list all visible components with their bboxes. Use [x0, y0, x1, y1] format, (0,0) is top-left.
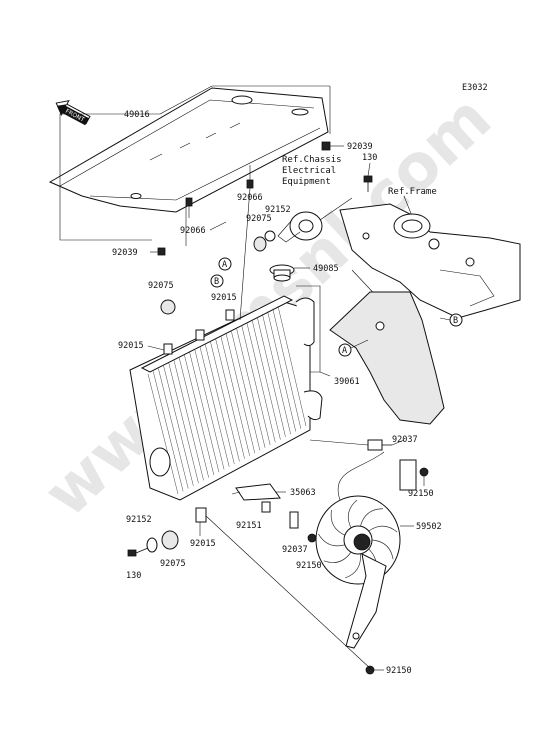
bracket-49016 [59, 113, 160, 241]
radiator-fin [236, 327, 266, 448]
grommet-92075-top [253, 236, 267, 252]
radiator-39061 [129, 295, 323, 501]
radiator-fin [194, 349, 225, 470]
radiator-fin [204, 344, 235, 465]
fan-blade [371, 539, 394, 560]
label-92152-bottom: 92152 [126, 515, 152, 525]
label-92075-left: 92075 [148, 281, 174, 291]
fan-blade [323, 551, 352, 563]
radiator-fin [168, 363, 199, 484]
radiator-fin [225, 333, 256, 454]
callout-b-radiator-text: B [214, 277, 219, 287]
fan-blade [345, 553, 361, 579]
rivet-92039-top [321, 141, 331, 151]
fan-blade [347, 499, 358, 529]
ref-chassis-line2: Electrical [282, 166, 336, 176]
ref-frame: Ref.Frame [388, 187, 437, 197]
bolt-92151 [261, 501, 271, 513]
frame-lower-section [329, 291, 445, 425]
callout-a-radiator-text: A [222, 260, 227, 270]
radiator-fin [262, 314, 291, 435]
diagram-code: E3032 [462, 83, 488, 93]
radiator-fin [251, 319, 281, 440]
label-92150-b: 92150 [296, 561, 322, 571]
clip-92066-a [185, 197, 193, 218]
radiator-fin [246, 322, 276, 443]
label-92066-b: 92066 [237, 193, 263, 203]
label-92150-c: 92150 [386, 666, 412, 676]
callout-a-frame-text: A [342, 346, 347, 356]
label-49085: 49085 [313, 264, 339, 274]
frame-outline [339, 203, 521, 326]
radiator-fin [158, 368, 189, 489]
bracket-fan-right [399, 459, 417, 491]
label-59502: 59502 [416, 522, 442, 532]
label-130-bottom: 130 [126, 571, 141, 581]
fan-blade [330, 509, 345, 536]
nut-92150-b [307, 533, 317, 543]
cooling-fan-59502 [315, 495, 401, 649]
label-49016: 49016 [124, 110, 150, 120]
radiator-fin [267, 311, 297, 432]
label-92039-left: 92039 [112, 248, 138, 258]
callout-a-frame [338, 343, 352, 357]
ref-chassis-line3: Equipment [282, 177, 331, 187]
callout-a-radiator [218, 257, 232, 271]
radiator-fin [147, 373, 179, 495]
clamp-92037-b [289, 511, 299, 529]
radiator-fin [184, 354, 215, 476]
ref-chassis-line1: Ref.Chassis [282, 155, 342, 165]
label-35063: 35063 [290, 488, 316, 498]
horn-assembly [277, 197, 353, 243]
radiator-shroud-49016 [48, 87, 329, 213]
fan-blade [318, 533, 345, 547]
callout-b-radiator [210, 274, 224, 288]
radiator-fin [220, 335, 250, 456]
radiator-fin [199, 346, 230, 467]
radiator-fin [277, 305, 307, 427]
washer-92152-top [264, 230, 276, 242]
nut-92150-c [365, 665, 375, 675]
radiator-fin [241, 324, 271, 446]
radiator-fin [230, 330, 261, 451]
grommet-92075-bottom [161, 530, 179, 550]
radiator-fin [256, 316, 286, 437]
label-92152-top: 92152 [265, 205, 291, 215]
washer-92152-bottom [146, 537, 158, 553]
label-92075-top: 92075 [246, 214, 272, 224]
radiator-fin [215, 338, 245, 459]
fan-switch-92037 [367, 439, 392, 451]
nut-92150-a [419, 467, 429, 477]
label-92015-c: 92015 [190, 539, 216, 549]
label-92015-a: 92015 [211, 293, 237, 303]
rivet-92039-left [157, 247, 166, 256]
radiator-fin [173, 360, 204, 481]
front-arrow-icon: FRONT [55, 100, 91, 126]
callout-b-frame-text: B [453, 316, 458, 326]
radiator-cap-49085 [269, 264, 295, 282]
grommet-92075-left [160, 299, 176, 315]
radiator-fin [152, 371, 184, 492]
label-92151: 92151 [236, 521, 262, 531]
label-92037-b: 92037 [282, 545, 308, 555]
fan-blade [368, 525, 398, 533]
bolt-130-bottom [127, 547, 149, 557]
label-39061: 39061 [334, 377, 360, 387]
label-92039-top: 92039 [347, 142, 373, 152]
radiator-fin [178, 357, 209, 478]
shroud-plate-35063 [235, 483, 281, 501]
radiator-fin [272, 308, 302, 429]
label-92015-b: 92015 [118, 341, 144, 351]
bracket-92015-bottom [195, 507, 207, 523]
label-92066-a: 92066 [180, 226, 206, 236]
label-92037-a: 92037 [392, 435, 418, 445]
label-92075-bottom: 92075 [160, 559, 186, 569]
fan-blade [360, 508, 383, 527]
radiator-fin [210, 341, 240, 462]
radiator-fin [189, 352, 220, 473]
label-92150-a: 92150 [408, 489, 434, 499]
radiator-fin [163, 365, 194, 486]
label-130-top: 130 [362, 153, 377, 163]
